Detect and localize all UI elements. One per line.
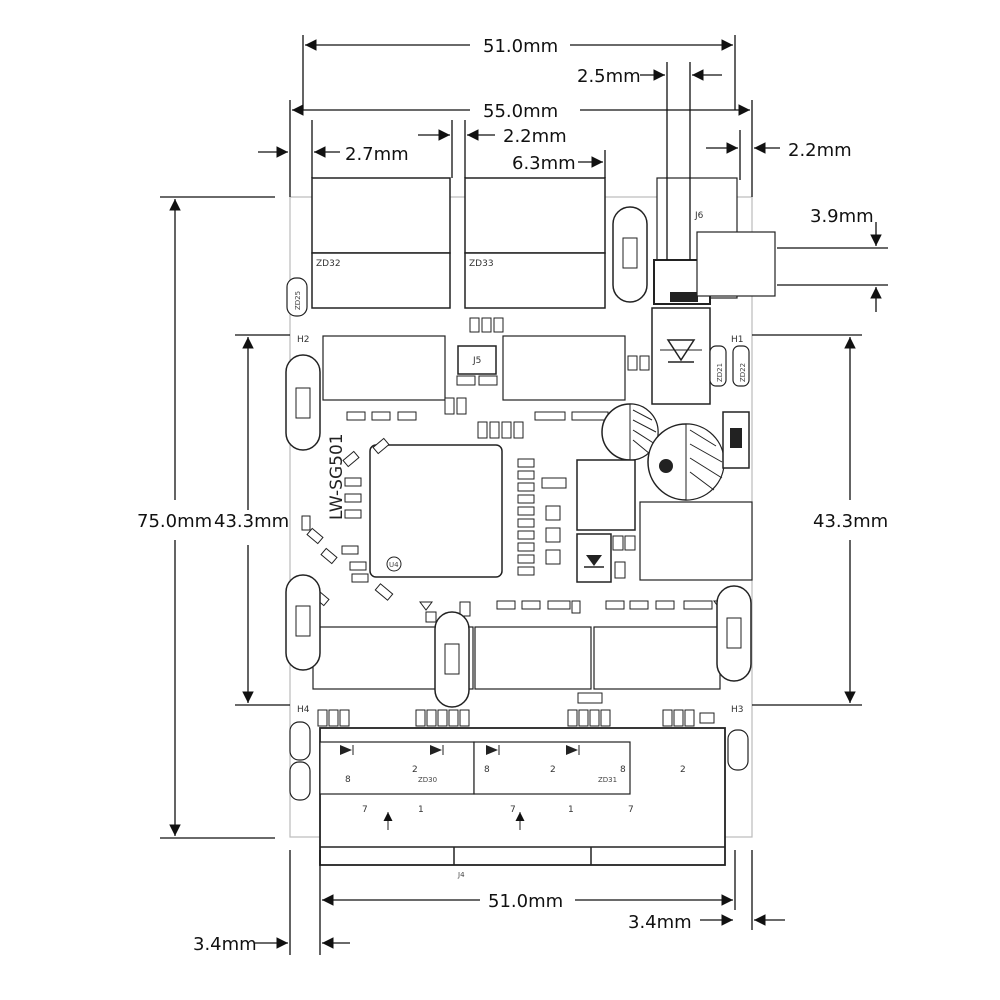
dim-top-width-51: 51.0mm	[483, 36, 558, 57]
diode-block	[576, 533, 612, 583]
label-j5: J5	[472, 356, 481, 366]
label-zd33: ZD33	[469, 259, 494, 269]
label-h1: H1	[731, 335, 744, 345]
label-zd21: ZD21	[716, 363, 724, 382]
regulator-block	[576, 459, 636, 531]
label-zd32: ZD32	[316, 259, 341, 269]
dim-terminal-width: 6.3mm	[512, 153, 576, 174]
port3-pin8: 8	[620, 765, 626, 775]
bridge-rectifier	[651, 307, 711, 405]
dim-bottom-width-51: 51.0mm	[488, 891, 563, 912]
port3-pin2: 2	[680, 765, 686, 775]
dim-arrows	[169, 39, 882, 949]
transformer-bottom-right	[593, 626, 721, 690]
inductor-block	[639, 501, 753, 581]
port2-pin8: 8	[484, 765, 490, 775]
transformer-bottom-mid	[474, 626, 592, 690]
transformer-right	[502, 335, 626, 401]
label-h2: H2	[297, 335, 310, 345]
label-h3: H3	[731, 705, 744, 715]
dim-overall-height: 75.0mm	[137, 511, 212, 532]
terminal-block-zd33: ZD33	[464, 177, 606, 309]
label-j6: J6	[694, 211, 704, 221]
port2-pin2: 2	[550, 765, 556, 775]
component-zd25	[286, 277, 308, 317]
port2-pin7: 7	[510, 805, 516, 815]
label-zd22: ZD22	[739, 363, 747, 382]
silkscreen-model: LW-SG501	[327, 433, 347, 520]
label-u4: U4	[389, 561, 399, 569]
port1-pin2: 2	[412, 765, 418, 775]
dim-right-offset: 2.2mm	[788, 140, 852, 161]
port1-pin1: 1	[418, 805, 424, 815]
label-h4: H4	[297, 705, 310, 715]
dim-dc-jack-height: 3.9mm	[810, 206, 874, 227]
port1-pin8: 8	[345, 775, 351, 785]
label-zd25: ZD25	[294, 291, 302, 310]
dim-hole-spacing-right: 43.3mm	[813, 511, 888, 532]
port3-pin7: 7	[628, 805, 634, 815]
label-zd30: ZD30	[418, 776, 437, 784]
port2-pin1: 1	[568, 805, 574, 815]
header-j6: J6	[653, 177, 776, 305]
connector-j5	[457, 345, 497, 375]
capacitor-large	[647, 423, 725, 501]
rj45-connector-j4: J4 ZD30 ZD31 8 2 7 1 8 2 7 1 8 2 7	[319, 727, 726, 879]
transformer-left	[322, 335, 446, 401]
smd-row-top	[469, 317, 504, 333]
terminal-block-zd32: ZD32	[311, 177, 451, 309]
dim-terminal-gap: 2.2mm	[503, 126, 567, 147]
dim-overall-width: 55.0mm	[483, 101, 558, 122]
dim-bottom-left-offset: 3.4mm	[193, 934, 257, 955]
switch-ic	[369, 444, 503, 578]
dim-header-pitch: 2.5mm	[577, 66, 641, 87]
port1-pin7: 7	[362, 805, 368, 815]
dim-left-inset: 2.7mm	[345, 144, 409, 165]
dim-bottom-right-offset: 3.4mm	[628, 912, 692, 933]
dim-hole-spacing-left: 43.3mm	[214, 511, 289, 532]
label-j4: J4	[457, 871, 465, 879]
label-zd31: ZD31	[598, 776, 617, 784]
